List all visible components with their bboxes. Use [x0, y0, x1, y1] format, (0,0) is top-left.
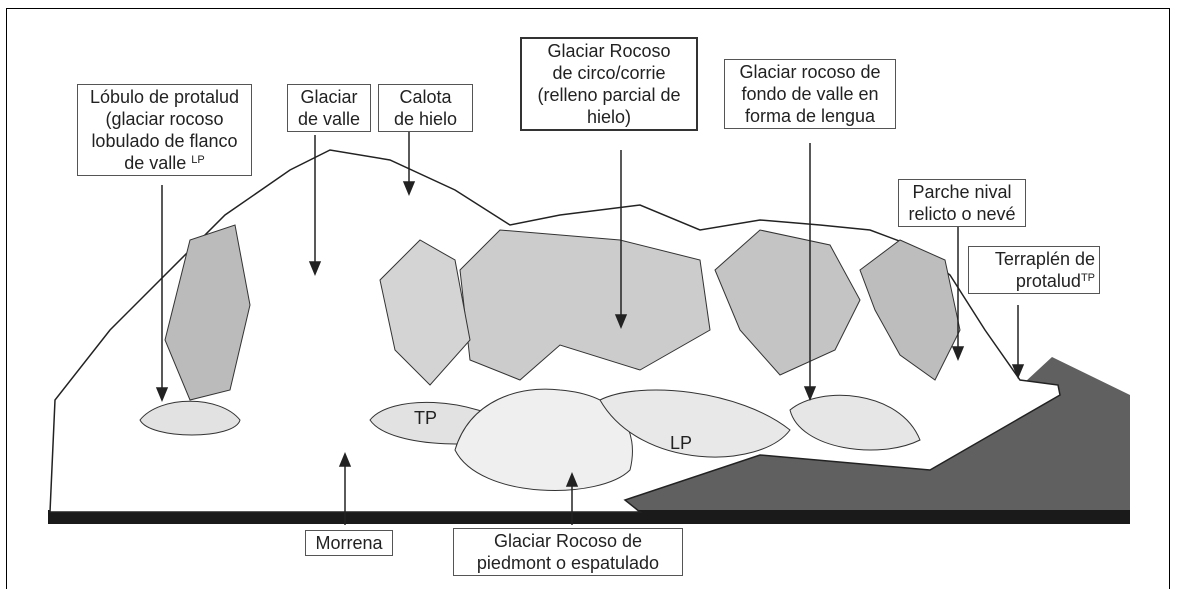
label-line: forma de lengua: [729, 105, 891, 127]
label-line: (relleno parcial de: [526, 84, 692, 106]
label-superscript: TP: [1081, 272, 1095, 284]
label-lobulo-de-protalud: Lóbulo de protalud (glaciar rocoso lobul…: [77, 84, 252, 176]
label-glaciar-de-valle: Glaciar de valle: [287, 84, 371, 132]
label-line: Lóbulo de protalud: [82, 86, 247, 108]
label-morrena: Morrena: [305, 530, 393, 556]
label-line: Terraplén de: [973, 248, 1095, 270]
label-line: relicto o nevé: [903, 203, 1021, 225]
label-glaciar-rocoso-fondo-de-valle: Glaciar rocoso de fondo de valle en form…: [724, 59, 896, 129]
label-line: protalud: [1016, 271, 1081, 291]
label-line: Glaciar: [292, 86, 366, 108]
label-line: Parche nival: [903, 181, 1021, 203]
label-line: (glaciar rocoso: [82, 108, 247, 130]
label-line: de valle: [124, 153, 186, 173]
label-line: Glaciar rocoso de: [729, 61, 891, 83]
label-line: Calota: [383, 86, 468, 108]
label-line: piedmont o espatulado: [458, 552, 678, 574]
tag-tp: TP: [414, 408, 437, 429]
label-line: Morrena: [310, 532, 388, 554]
label-line: fondo de valle en: [729, 83, 891, 105]
tag-lp: LP: [670, 433, 692, 454]
label-parche-nival: Parche nival relicto o nevé: [898, 179, 1026, 227]
label-line: de hielo: [383, 108, 468, 130]
label-line: de circo/corrie: [526, 62, 692, 84]
label-calota-de-hielo: Calota de hielo: [378, 84, 473, 132]
label-glaciar-rocoso-de-circo: Glaciar Rocoso de circo/corrie (relleno …: [520, 37, 698, 131]
label-line: hielo): [526, 106, 692, 128]
label-line: Glaciar Rocoso: [526, 40, 692, 62]
label-line: Glaciar Rocoso de: [458, 530, 678, 552]
label-line: lobulado de flanco: [82, 130, 247, 152]
label-superscript: LP: [191, 154, 204, 166]
label-glaciar-rocoso-de-piedmont: Glaciar Rocoso de piedmont o espatulado: [453, 528, 683, 576]
label-terraplen-de-protalud: Terraplén de protaludTP: [968, 246, 1100, 294]
label-line: de valle: [292, 108, 366, 130]
